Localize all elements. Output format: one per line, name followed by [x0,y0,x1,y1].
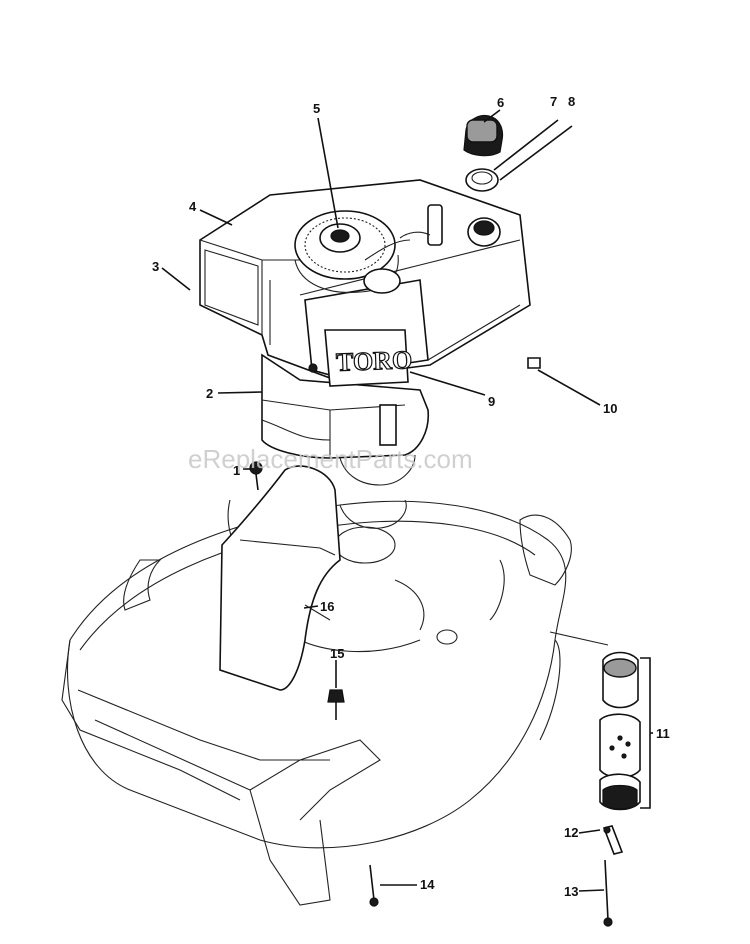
watermark-text: eReplacementParts.com [188,444,473,474]
bolt-14 [369,864,379,907]
callout-14: 14 [420,877,435,892]
mower-deck [61,499,572,906]
part-10 [527,357,541,369]
callout-6: 6 [497,95,504,110]
callout-15: 15 [330,646,344,661]
callout-7: 7 [550,94,557,109]
toro-decal: TORO [324,329,413,387]
callout-16: 16 [320,599,334,614]
callout-5: 5 [313,101,320,116]
fuel-cap-assembly [363,204,501,294]
height-adjuster [549,631,651,811]
bolt-13 [603,859,613,927]
callout-4: 4 [189,199,197,214]
leader-lines [161,109,653,892]
grass-deflector [219,465,341,691]
lever-12 [602,825,624,855]
callout-1: 1 [233,463,240,478]
toro-brand-label: TORO [336,345,413,377]
callout-8: 8 [568,94,575,109]
engine-crankcase [261,353,430,486]
callout-labels: 1 2 3 4 5 6 7 8 9 10 11 12 13 14 15 16 [152,94,670,899]
callout-3: 3 [152,259,159,274]
recoil-starter [294,210,399,294]
callout-10: 10 [603,401,617,416]
callout-2: 2 [206,386,213,401]
bolt-15 [327,689,345,720]
callout-11: 11 [656,726,670,741]
callout-9: 9 [488,394,495,409]
exploded-cap [463,115,573,192]
bolt-1 [249,461,263,491]
callout-13: 13 [564,884,578,899]
callout-12: 12 [564,825,578,840]
